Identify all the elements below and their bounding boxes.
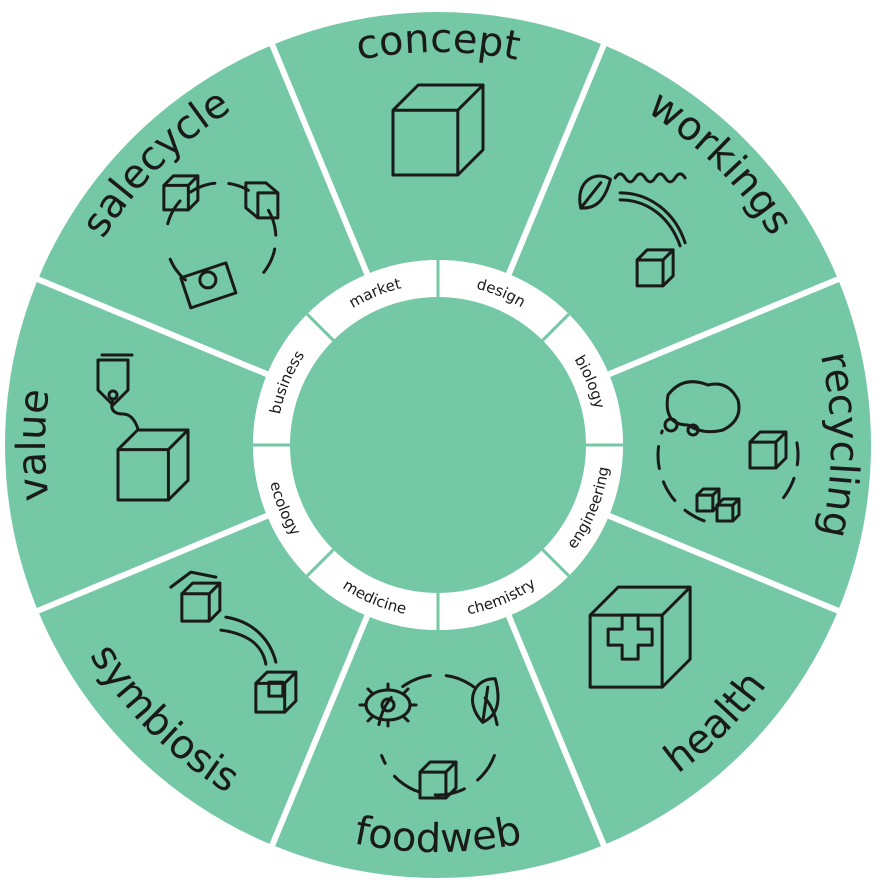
- segment-divider: [506, 41, 608, 276]
- outer-label-value: value: [9, 387, 59, 504]
- inner-dividers: [253, 260, 623, 630]
- outer-label-foodweb: foodweb: [351, 808, 525, 863]
- segment-workings: [508, 44, 839, 375]
- outer-label-concept: concept: [352, 16, 523, 70]
- segment-divider: [607, 513, 842, 615]
- segment-symbiosis: [37, 515, 368, 846]
- segment-divider: [506, 614, 608, 849]
- segment-salecycle: [37, 44, 368, 375]
- outer-label-text: foodweb: [351, 808, 525, 863]
- segment-divider: [607, 275, 842, 377]
- segment-recycling: [608, 279, 872, 611]
- segment-foodweb: [272, 615, 604, 878]
- sale-cycle-icon: [162, 174, 280, 310]
- outer-segments: [4, 12, 872, 878]
- inner-divider: [306, 313, 335, 342]
- segment-concept: [272, 12, 604, 275]
- segment-value: [4, 279, 268, 611]
- segment-icons: [96, 83, 800, 800]
- outer-label-text: concept: [352, 16, 523, 70]
- segment-divider: [34, 513, 269, 615]
- symbiosis-icon: [169, 570, 298, 714]
- price-tag-cube-icon: [96, 353, 190, 502]
- segment-divider: [34, 275, 269, 377]
- inner-divider: [306, 548, 335, 577]
- segment-health: [508, 515, 839, 846]
- recycling-cubes-icon: [656, 380, 800, 523]
- medical-cube-icon: [588, 585, 692, 689]
- segment-divider: [268, 41, 370, 276]
- cube-icon: [391, 83, 485, 177]
- leaf-to-cube-icon: [578, 172, 687, 288]
- food-chain-icon: [358, 673, 500, 800]
- outer-dividers: [34, 41, 842, 849]
- inner-divider: [541, 548, 570, 577]
- center-hub: [290, 297, 586, 593]
- segment-divider: [268, 614, 370, 849]
- inner-divider: [541, 313, 570, 342]
- outer-label-text: value: [9, 387, 59, 504]
